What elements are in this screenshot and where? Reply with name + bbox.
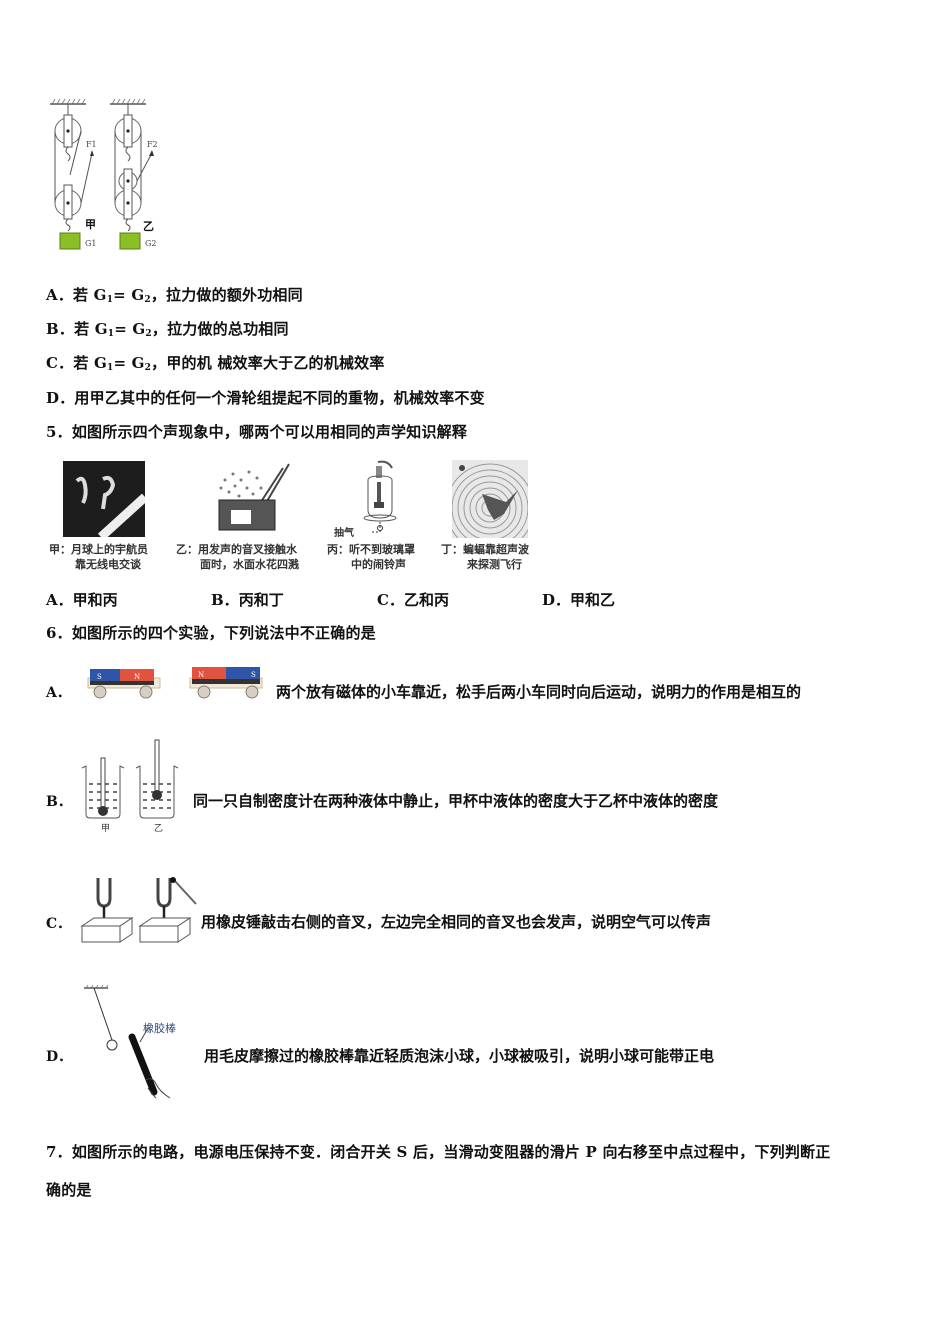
- beaker-icon: [81, 739, 179, 819]
- q6-option-c-text: 用橡皮锤敲击右侧的音叉，左边完全相同的音叉也会发声，说明空气可以传声: [201, 913, 712, 931]
- svg-text:F2: F2: [147, 140, 158, 149]
- svg-text:S: S: [97, 673, 102, 681]
- rubber-rod-label: 橡胶棒: [143, 1022, 176, 1035]
- q5-option-b: B．丙和丁: [211, 591, 284, 609]
- svg-text:甲: 甲: [85, 218, 96, 231]
- q5-question: 5．如图所示四个声现象中，哪两个可以用相同的声学知识解释: [46, 423, 468, 441]
- caption-jia: 甲：月球上的宇航员靠无线电交谈: [49, 543, 148, 571]
- tuning-fork-icon: [80, 877, 197, 943]
- svg-text:S: S: [251, 671, 256, 679]
- q4-option-b: B．若 G1= G2，拉力做的总功相同: [46, 320, 289, 339]
- bat-photo: [452, 460, 528, 538]
- q5-option-c: C．乙和丙: [377, 591, 449, 609]
- svg-text:G2: G2: [145, 239, 156, 248]
- astronaut-photo: [63, 461, 145, 537]
- q6-option-a-letter: A．: [46, 685, 71, 701]
- beaker-label-jia: 甲: [101, 824, 111, 834]
- caption-ding: 丁：蝙蝠靠超声波来探测飞行: [441, 543, 529, 571]
- water-splash-icon: [218, 463, 290, 531]
- hydrometer-beakers-figure: 甲 乙: [78, 738, 190, 838]
- q4-option-a: A．若 G1= G2，拉力做的额外功相同: [46, 286, 303, 305]
- q6-option-d-letter: D．: [46, 1049, 73, 1065]
- q4-option-c: C．若 G1= G2，甲的机 械效率大于乙的机械效率: [46, 354, 385, 373]
- astronaut-icon: [75, 475, 145, 537]
- bell-jar-photo: 抽气: [330, 458, 410, 542]
- svg-text:G1: G1: [85, 239, 96, 248]
- rubber-rod-figure: 橡胶棒: [80, 982, 195, 1102]
- q6-question: 6．如图所示的四个实验，下列说法中不正确的是: [46, 624, 376, 642]
- weight-g1: [59, 232, 81, 250]
- pulley-diagram-icon: F1 甲 G1 F2 乙 G2: [50, 98, 158, 250]
- beaker-label-yi: 乙: [154, 824, 164, 834]
- q6-option-a-text: 两个放有磁体的小车靠近，松手后两小车同时向后运动，说明力的作用是相互的: [276, 683, 802, 701]
- q7-question-line2: 确的是: [46, 1181, 92, 1199]
- q6-option-b-letter: B．: [46, 794, 72, 810]
- q6-option-b-text: 同一只自制密度计在两种液体中静止，甲杯中液体的密度大于乙杯中液体的密度: [193, 792, 719, 810]
- q7-question-line1: 7．如图所示的电路，电源电压保持不变．闭合开关 S 后，当滑动变阻器的滑片 P …: [46, 1143, 831, 1161]
- svg-text:F1: F1: [86, 140, 97, 149]
- magnet-cars-figure: S N N S: [84, 664, 274, 704]
- caption-yi: 乙：用发声的音叉接触水面时，水面水花四溅: [176, 543, 299, 571]
- pulley-figure: F1 甲 G1 F2 乙 G2: [40, 95, 180, 255]
- svg-text:乙: 乙: [143, 220, 154, 233]
- weight-g2: [119, 232, 141, 250]
- bell-jar-icon: [363, 460, 397, 533]
- svg-text:N: N: [134, 673, 140, 681]
- svg-text:N: N: [198, 671, 204, 679]
- tuning-fork-water-photo: [205, 458, 305, 538]
- q4-option-d: D．用甲乙其中的任何一个滑轮组提起不同的重物，机械效率不变: [46, 389, 485, 407]
- q5-option-a: A．甲和丙: [46, 591, 118, 609]
- caption-bing: 丙：听不到玻璃罩中的闹铃声: [327, 543, 415, 571]
- magnet-car-icon: S N N S: [87, 667, 263, 699]
- q6-option-c-letter: C．: [46, 916, 72, 932]
- q5-option-d: D．甲和乙: [542, 591, 616, 609]
- bat-ultrasound-icon: [452, 463, 528, 538]
- q6-option-d-text: 用毛皮摩擦过的橡胶棒靠近轻质泡沫小球，小球被吸引，说明小球可能带正电: [204, 1047, 715, 1065]
- pump-air-label: 抽气: [334, 528, 354, 539]
- charged-rod-ball-icon: [84, 984, 171, 1099]
- tuning-forks-figure: [76, 876, 200, 948]
